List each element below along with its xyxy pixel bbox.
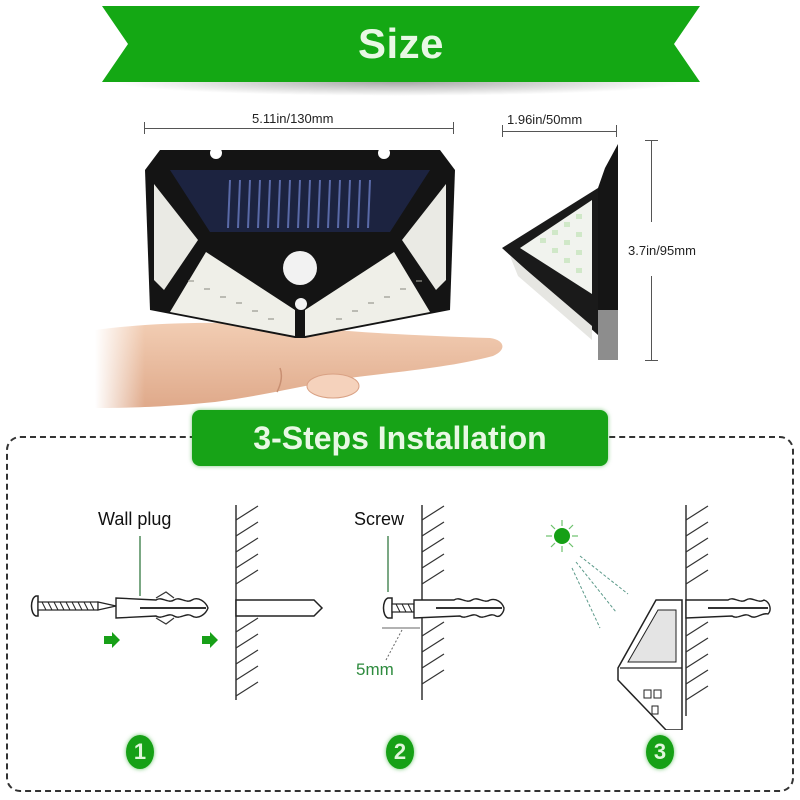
ribbon-shadow: [110, 82, 690, 96]
depth-dimension-tick-left: [502, 125, 503, 137]
solar-light-side-image: [502, 144, 618, 360]
width-dimension-tick-left: [144, 122, 145, 134]
step-3-number-badge: 3: [646, 735, 674, 769]
installation-title: 3-Steps Installation: [253, 420, 547, 456]
step-1-label: Wall plug: [98, 509, 172, 529]
step-3-diagram: [546, 505, 771, 730]
step-2-label: Screw: [354, 509, 405, 529]
height-dimension-label: 3.7in/95mm: [628, 243, 696, 258]
ribbon-shape: [102, 6, 700, 82]
depth-dimension-tick-right: [616, 125, 617, 137]
height-dimension-tick-bottom: [645, 360, 658, 361]
step-2-note: 5mm: [356, 660, 394, 679]
step-2-diagram: [382, 505, 505, 700]
size-banner: Size: [102, 6, 700, 82]
height-dimension-tick-top: [645, 140, 658, 141]
depth-dimension-label: 1.96in/50mm: [507, 112, 583, 127]
screw-icon: [30, 595, 117, 617]
step-2-number-badge: 2: [386, 735, 414, 769]
solar-light-front-image: [145, 147, 455, 338]
step-1-diagram: [30, 505, 324, 700]
installation-banner: 3-Steps Installation: [192, 410, 608, 466]
wall-plug-icon: [115, 591, 209, 625]
width-dimension-tick-right: [453, 122, 454, 134]
step-1-number-badge: 1: [126, 735, 154, 769]
width-dimension-label: 5.11in/130mm: [252, 111, 334, 126]
arrow-right-icon: [202, 632, 218, 648]
sun-icon: [546, 520, 578, 552]
arrow-right-icon: [104, 632, 120, 648]
width-dimension-line: [144, 128, 454, 129]
hand-image: [95, 310, 510, 410]
height-dimension-line-bottom: [651, 276, 652, 360]
size-title: Size: [357, 20, 445, 67]
height-dimension-line-top: [651, 140, 652, 222]
depth-dimension-line: [502, 131, 616, 132]
